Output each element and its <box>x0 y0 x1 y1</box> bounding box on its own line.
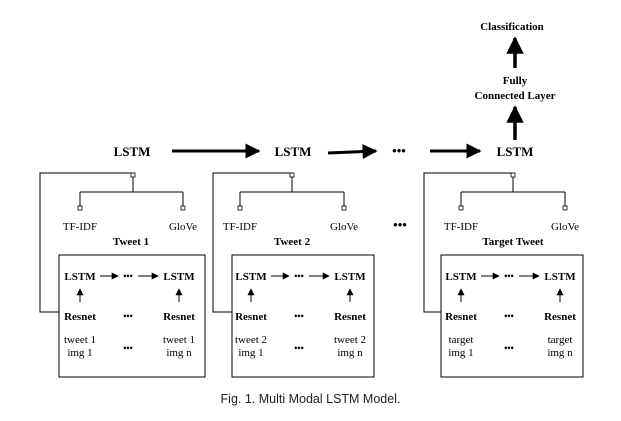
tweet-block-target: TF-IDF GloVe Target Tweet LSTM ••• LSTM … <box>423 172 584 378</box>
classification-label: Classification <box>480 21 544 33</box>
block3-img-right-1: target <box>548 334 573 346</box>
mid-ellipsis: ••• <box>393 217 407 232</box>
block3-lstm-left: LSTM <box>445 271 477 283</box>
block3-box <box>440 254 584 378</box>
block3-img-right-2: img n <box>547 347 573 359</box>
block3-resnet-right: Resnet <box>544 311 576 323</box>
block3-img-left-1: target <box>449 334 474 346</box>
block2-lstm-left: LSTM <box>235 271 267 283</box>
block1-img-left-1: tweet 1 <box>64 334 96 346</box>
block2-img-left-1: tweet 2 <box>235 334 267 346</box>
block1-resnet-right: Resnet <box>163 311 195 323</box>
block3-resnet-ellipsis: ••• <box>504 311 513 321</box>
block1-img-right-2: img n <box>166 347 192 359</box>
block2-lstm-ellipsis: ••• <box>294 271 303 281</box>
block2-img-right-1: tweet 2 <box>334 334 366 346</box>
block1-box <box>58 254 206 378</box>
block1-img-right-1: tweet 1 <box>163 334 195 346</box>
block2-title: Tweet 2 <box>274 236 311 248</box>
block1-top-connector <box>130 172 136 178</box>
block2-box <box>231 254 375 378</box>
figure-caption: Fig. 1. Multi Modal LSTM Model. <box>220 392 401 406</box>
block2-glove: GloVe <box>330 221 358 233</box>
block3-glove: GloVe <box>551 221 579 233</box>
block1-resnet-left: Resnet <box>64 311 96 323</box>
block3-img-ellipsis: ••• <box>504 343 513 353</box>
tweet-block-1: TF-IDF GloVe Tweet 1 LSTM ••• LSTM Resne… <box>39 172 206 378</box>
block2-resnet-ellipsis: ••• <box>294 311 303 321</box>
block1-glove: GloVe <box>169 221 197 233</box>
block2-img-right-2: img n <box>337 347 363 359</box>
top-lstm-2: LSTM <box>275 144 312 159</box>
block3-lstm-right: LSTM <box>544 271 576 283</box>
block2-resnet-right: Resnet <box>334 311 366 323</box>
block3-title: Target Tweet <box>482 236 544 248</box>
block2-top-connector <box>289 172 295 178</box>
block3-lstm-ellipsis: ••• <box>504 271 513 281</box>
block1-title: Tweet 1 <box>113 236 149 248</box>
top-lstm-3: LSTM <box>497 144 534 159</box>
block2-resnet-left: Resnet <box>235 311 267 323</box>
block1-img-ellipsis: ••• <box>123 343 132 353</box>
block1-lstm-right: LSTM <box>163 271 195 283</box>
tweet-block-2: TF-IDF GloVe Tweet 2 LSTM ••• LSTM Resne… <box>212 172 375 378</box>
top-arrow-2 <box>327 144 378 160</box>
block2-img-left-2: img 1 <box>238 347 263 359</box>
block1-img-left-2: img 1 <box>67 347 92 359</box>
block1-lstm-ellipsis: ••• <box>123 271 132 281</box>
block3-img-left-2: img 1 <box>448 347 473 359</box>
block3-tfidf: TF-IDF <box>444 221 478 233</box>
block2-lstm-right: LSTM <box>334 271 366 283</box>
block2-tfidf: TF-IDF <box>223 221 257 233</box>
top-ellipsis: ••• <box>392 143 406 158</box>
fc-label-line1: Fully <box>503 75 528 87</box>
block1-lstm-left: LSTM <box>64 271 96 283</box>
block3-top-connector <box>510 172 516 178</box>
block3-resnet-left: Resnet <box>445 311 477 323</box>
block1-tfidf: TF-IDF <box>63 221 97 233</box>
block2-img-ellipsis: ••• <box>294 343 303 353</box>
top-lstm-1: LSTM <box>114 144 151 159</box>
fc-label-line2: Connected Layer <box>475 90 556 102</box>
block1-resnet-ellipsis: ••• <box>123 311 132 321</box>
